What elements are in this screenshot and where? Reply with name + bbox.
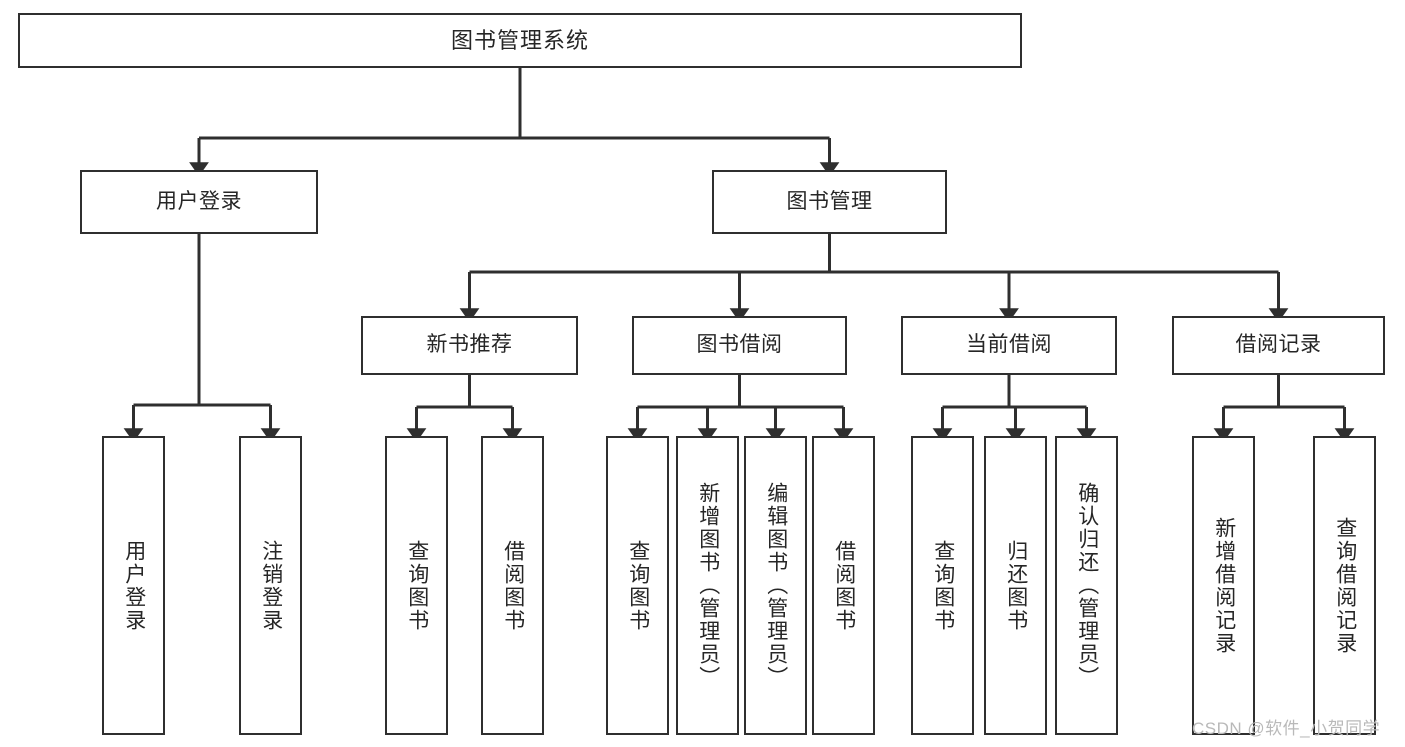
leaf-recommend-query-book-label: 查询图书 <box>405 539 429 632</box>
leaf-borrow-edit-book[interactable]: 编辑图书（管理员） <box>744 436 807 735</box>
leaf-record-query-label: 查询借阅记录 <box>1333 516 1357 655</box>
leaf-current-confirm-return-label: 确认归还（管理员） <box>1075 482 1099 689</box>
node-book-borrow-label: 图书借阅 <box>696 333 783 357</box>
node-borrow-record-label: 借阅记录 <box>1235 333 1322 357</box>
node-current-borrow[interactable]: 当前借阅 <box>901 316 1117 375</box>
leaf-user-login-label: 用户登录 <box>122 539 146 632</box>
node-current-borrow-label: 当前借阅 <box>966 333 1052 357</box>
node-root-label: 图书管理系统 <box>450 27 589 53</box>
leaf-borrow-add-book[interactable]: 新增图书（管理员） <box>676 436 739 735</box>
leaf-current-query-book[interactable]: 查询图书 <box>911 436 974 735</box>
leaf-record-add-label: 新增借阅记录 <box>1212 516 1236 655</box>
leaf-current-return-book[interactable]: 归还图书 <box>984 436 1047 735</box>
leaf-current-query-book-label: 查询图书 <box>931 539 955 632</box>
node-book-manage-label: 图书管理 <box>786 189 873 213</box>
leaf-borrow-borrow-book[interactable]: 借阅图书 <box>812 436 875 735</box>
leaf-user-login[interactable]: 用户登录 <box>102 436 165 735</box>
node-root[interactable]: 图书管理系统 <box>18 13 1022 68</box>
leaf-record-query[interactable]: 查询借阅记录 <box>1313 436 1376 735</box>
leaf-user-logout[interactable]: 注销登录 <box>239 436 302 735</box>
leaf-current-return-book-label: 归还图书 <box>1004 539 1028 632</box>
leaf-record-add[interactable]: 新增借阅记录 <box>1192 436 1255 735</box>
leaf-current-confirm-return[interactable]: 确认归还（管理员） <box>1055 436 1118 735</box>
leaf-borrow-query-book[interactable]: 查询图书 <box>606 436 669 735</box>
leaf-borrow-query-book-label: 查询图书 <box>626 539 650 632</box>
node-borrow-record[interactable]: 借阅记录 <box>1172 316 1385 375</box>
csdn-watermark: CSDN @软件_小贺同学 <box>1192 719 1381 738</box>
node-user-login-label: 用户登录 <box>156 189 242 213</box>
node-book-manage[interactable]: 图书管理 <box>712 170 947 234</box>
leaf-borrow-borrow-book-label: 借阅图书 <box>832 539 856 632</box>
leaf-recommend-borrow-book[interactable]: 借阅图书 <box>481 436 544 735</box>
node-book-borrow[interactable]: 图书借阅 <box>632 316 847 375</box>
node-user-login[interactable]: 用户登录 <box>80 170 318 234</box>
leaf-borrow-edit-book-label: 编辑图书（管理员） <box>764 482 788 689</box>
node-new-book-recommend[interactable]: 新书推荐 <box>361 316 578 375</box>
leaf-recommend-borrow-book-label: 借阅图书 <box>501 539 525 632</box>
leaf-user-logout-label: 注销登录 <box>259 539 283 632</box>
leaf-borrow-add-book-label: 新增图书（管理员） <box>696 482 720 689</box>
leaf-recommend-query-book[interactable]: 查询图书 <box>385 436 448 735</box>
node-new-book-recommend-label: 新书推荐 <box>426 333 513 357</box>
